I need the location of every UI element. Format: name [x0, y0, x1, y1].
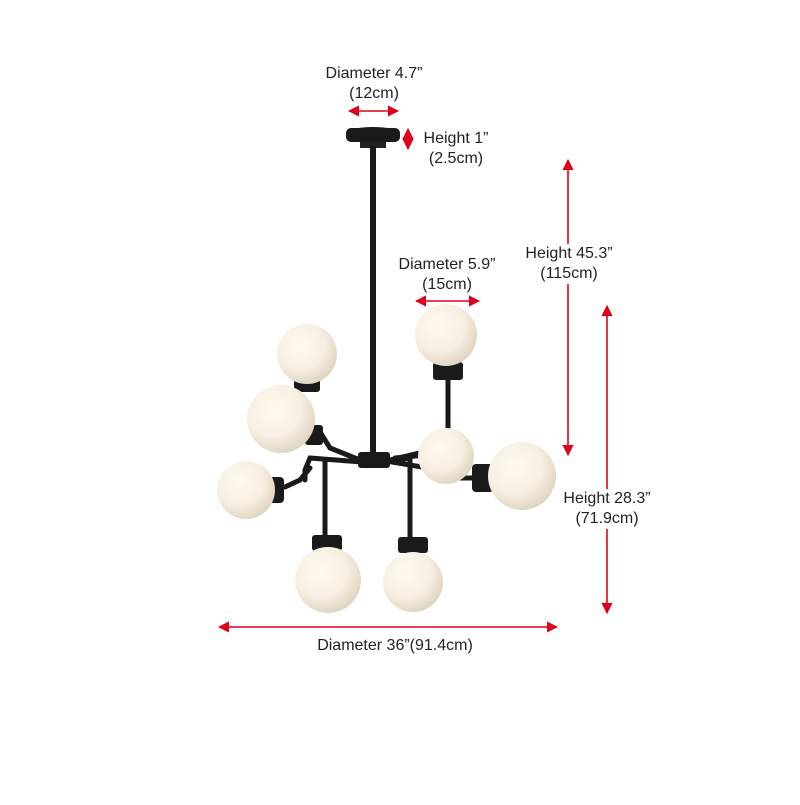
canopy-height-label: Height 1” (2.5cm): [406, 129, 506, 169]
canopy-diameter-label: Diameter 4.7” (12cm): [303, 64, 445, 104]
globe-diameter-line2: (15cm): [422, 276, 472, 293]
globe: [383, 552, 443, 612]
total-height-label: Height 45.3” (115cm): [514, 244, 624, 284]
globe: [418, 428, 474, 484]
total-height-line2: (115cm): [540, 265, 598, 282]
canopy-height-line2: (2.5cm): [428, 150, 484, 167]
globe: [217, 461, 275, 519]
body-height-line1: Height 28.3”: [563, 490, 651, 507]
globe: [277, 324, 337, 384]
globe: [247, 385, 315, 453]
globe: [415, 304, 477, 366]
globe-diameter-label: Diameter 5.9” (15cm): [380, 255, 514, 295]
canopy: [346, 127, 400, 148]
hub: [358, 452, 390, 468]
canopy-diameter-line1: Diameter 4.7”: [325, 65, 423, 82]
canopy-height-line1: Height 1”: [423, 130, 489, 147]
body-height-label: Height 28.3” (71.9cm): [552, 489, 662, 529]
globe: [295, 547, 361, 613]
canopy-diameter-line2: (12cm): [349, 85, 399, 102]
total-diameter-label: Diameter 36”(91.4cm): [295, 636, 495, 656]
glass-globes: [217, 304, 556, 613]
down-rod: [370, 146, 376, 456]
globe: [488, 442, 556, 510]
globe-diameter-line1: Diameter 5.9”: [398, 256, 496, 273]
body-height-line2: (71.9cm): [575, 510, 639, 527]
total-height-line1: Height 45.3”: [525, 245, 613, 262]
dimension-lines: [217, 105, 613, 633]
total-diameter-line1: Diameter 36”(91.4cm): [317, 637, 473, 654]
